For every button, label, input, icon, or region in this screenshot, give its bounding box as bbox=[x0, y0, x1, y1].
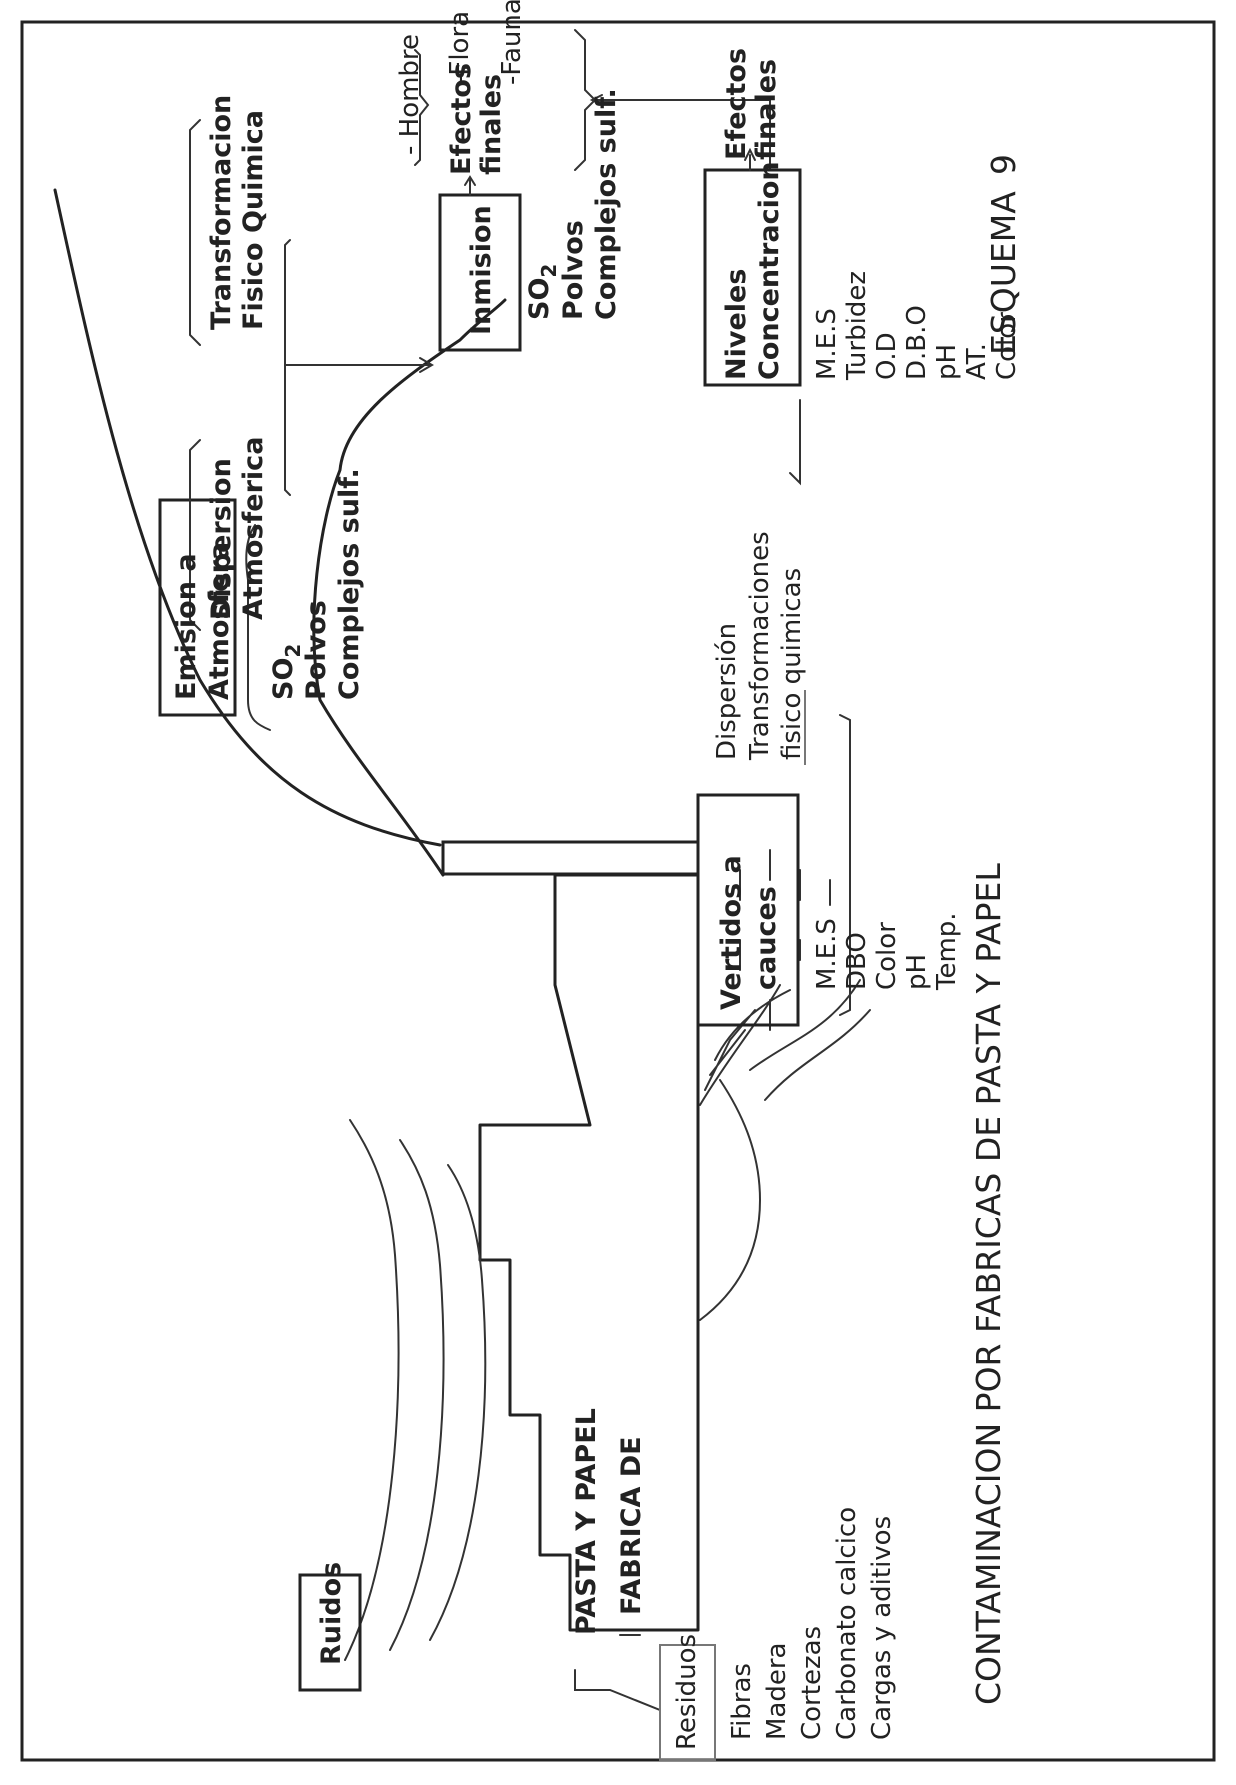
dispersion-atm-line2: Atmosferica bbox=[238, 437, 269, 620]
levels-item-7: Color bbox=[992, 312, 1022, 380]
discharge-streaks-2 bbox=[749, 979, 871, 1101]
immission-item-so2: SO2 bbox=[524, 264, 561, 320]
noise-arc-3 bbox=[429, 1164, 487, 1641]
levels-box-line2: Concentracion bbox=[754, 161, 785, 380]
plume-outer bbox=[53, 188, 442, 847]
chimney bbox=[441, 840, 700, 876]
levels-item-4: D.B.O bbox=[902, 305, 932, 380]
dispersion-brace bbox=[189, 439, 201, 631]
discharge-box-line1: Vertidos a bbox=[716, 855, 747, 1010]
emission-brace bbox=[245, 524, 271, 731]
emission-box-line2: Atmosfera bbox=[204, 542, 235, 700]
factory-label-1: FABRICA DE bbox=[616, 1436, 647, 1615]
discharge-box bbox=[696, 793, 800, 1027]
water-dispersion-3: fisico quimicas bbox=[777, 568, 807, 760]
water-dashes bbox=[739, 849, 831, 1031]
immission-item-polvos: Polvos bbox=[558, 220, 589, 320]
levels-item-2: Turbidez bbox=[842, 271, 872, 381]
noise-label: Ruidos bbox=[316, 1562, 347, 1665]
immission-box bbox=[438, 193, 522, 352]
frame-border bbox=[20, 20, 1216, 1762]
water-dispersion-1: Dispersión bbox=[712, 623, 742, 760]
transformation-line2: Fisico Quimica bbox=[238, 110, 269, 330]
waste-item-3: Cortezas bbox=[797, 1626, 827, 1740]
noise-arc-2 bbox=[389, 1139, 445, 1651]
junction-bracket bbox=[284, 239, 291, 496]
junction-arrow bbox=[419, 357, 434, 373]
emission-box-line1: Emision a bbox=[171, 553, 202, 700]
waste-item-2: Madera bbox=[762, 1643, 792, 1741]
dispersion-atm-line1: Dispersion bbox=[206, 458, 237, 620]
discharge-item-3: Color bbox=[872, 922, 902, 990]
receptor-fauna: -Fauna bbox=[497, 0, 527, 85]
emission-box bbox=[158, 498, 237, 717]
to-levels-arrow bbox=[789, 462, 801, 486]
receptor-flora: -Flora bbox=[445, 11, 475, 85]
waste-container bbox=[574, 1659, 661, 1712]
levels-item-3: O.D bbox=[872, 332, 902, 380]
receptor-brace bbox=[414, 49, 430, 166]
transformation-brace bbox=[189, 119, 201, 346]
factory-label-2: PASTA Y PAPEL bbox=[571, 1408, 602, 1635]
discharge-streaks bbox=[699, 984, 791, 1106]
diagram-title: CONTAMINACION POR FABRICAS DE PASTA Y PA… bbox=[969, 863, 1008, 1705]
discharge-item-2: DBO bbox=[842, 932, 872, 990]
emission-item-complejos: Complejos sulf. bbox=[334, 468, 365, 700]
noise-box bbox=[298, 1573, 362, 1692]
emission-item-polvos: Polvos bbox=[301, 600, 332, 700]
effects-bottom-line1: Efectos bbox=[721, 48, 752, 160]
discharge-item-4: pH bbox=[902, 954, 932, 990]
plume-inner bbox=[312, 298, 507, 877]
waste-box bbox=[659, 1644, 716, 1761]
noise-arc-1 bbox=[344, 1119, 400, 1661]
effects-top-line1: Efectos bbox=[446, 63, 477, 175]
waste-label: Residuos bbox=[672, 1634, 702, 1750]
emission-item-so2: SO2 bbox=[268, 644, 305, 700]
immission-box-label: Inmision bbox=[466, 205, 497, 335]
river-curve bbox=[699, 1079, 762, 1321]
water-dispersion-2: Transformaciones bbox=[745, 531, 775, 761]
discharge-item-5: Temp. bbox=[932, 912, 962, 991]
immission-item-complejos: Complejos sulf. bbox=[591, 88, 622, 320]
effects-bottom-line2: finales bbox=[751, 59, 782, 160]
discharge-box-line2: cauces bbox=[751, 886, 782, 990]
waste-item-1: Fibras bbox=[727, 1663, 757, 1740]
waste-item-5: Cargas y aditivos bbox=[867, 1516, 897, 1740]
waste-item-4: Carbonato calcico bbox=[832, 1507, 862, 1740]
levels-item-6: AT. bbox=[962, 343, 992, 380]
levels-box-line1: Niveles bbox=[721, 269, 752, 380]
effects-top-line2: finales bbox=[476, 74, 507, 175]
scheme-label: ESQUEMA bbox=[984, 191, 1023, 355]
levels-item-5: pH bbox=[932, 344, 962, 380]
scheme-number: 9 bbox=[984, 154, 1023, 175]
levels-box bbox=[703, 168, 802, 387]
levels-item-1: M.E.S bbox=[812, 308, 842, 380]
transformation-line1: Transformacion bbox=[206, 95, 237, 330]
water-dispersion-brace bbox=[839, 714, 851, 1016]
factory-outline bbox=[478, 873, 700, 1632]
receptor-hombre: - Hombre bbox=[395, 34, 425, 155]
discharge-item-1: M.E.S bbox=[812, 918, 842, 990]
